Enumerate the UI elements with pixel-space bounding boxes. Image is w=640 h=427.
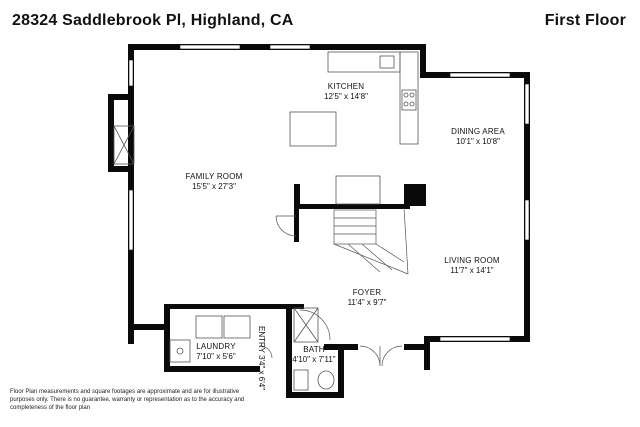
floor-title: First Floor [544, 12, 626, 29]
room-name: LIVING ROOM [444, 256, 500, 265]
room-dims: 10'1" x 10'8" [456, 137, 500, 146]
room-name: LAUNDRY [196, 342, 236, 351]
doors [259, 215, 403, 367]
room-dims: 4'10" x 7'11" [292, 355, 336, 364]
room-dims: 12'5" x 14'8" [324, 92, 368, 101]
room-laundry: LAUNDRY 7'10" x 5'6" [196, 342, 236, 362]
room-name: KITCHEN [327, 82, 365, 91]
disclaimer-text: Floor Plan measurements and square foota… [10, 389, 245, 411]
bath-fixtures [293, 307, 335, 391]
room-dims: 11'7" x 14'1" [450, 266, 494, 275]
room-dims: 7'10" x 5'6" [196, 352, 236, 361]
kitchen-fixtures [289, 51, 419, 205]
room-dims: 3'4" x 6'4" [257, 355, 266, 391]
window-openings [128, 44, 530, 342]
room-name: FOYER [352, 288, 382, 297]
room-living-room: LIVING ROOM 11'7" x 14'1" [444, 256, 500, 276]
room-name: FAMILY ROOM [185, 172, 243, 181]
room-name: DINING AREA [451, 127, 505, 136]
address-title: 28324 Saddlebrook Pl, Highland, CA [12, 12, 294, 29]
room-foyer: FOYER 11'4" x 9'7" [348, 288, 387, 308]
room-dims: 15'5" x 27'3" [192, 182, 236, 191]
room-kitchen: KITCHEN 12'5" x 14'8" [324, 82, 368, 102]
room-dining-area: DINING AREA 10'1" x 10'8" [451, 127, 505, 147]
room-name: BATH [303, 345, 325, 354]
stairs [333, 207, 409, 275]
fireplace [113, 125, 135, 165]
room-family-room: FAMILY ROOM 15'5" x 27'3" [185, 172, 242, 192]
room-name: ENTRY [257, 326, 266, 353]
laundry-fixtures [169, 315, 251, 363]
room-entry: ENTRY 3'4" x 6'4" [257, 326, 266, 390]
room-bath: BATH 4'10" x 7'11" [292, 345, 335, 365]
room-dims: 11'4" x 9'7" [347, 298, 387, 307]
